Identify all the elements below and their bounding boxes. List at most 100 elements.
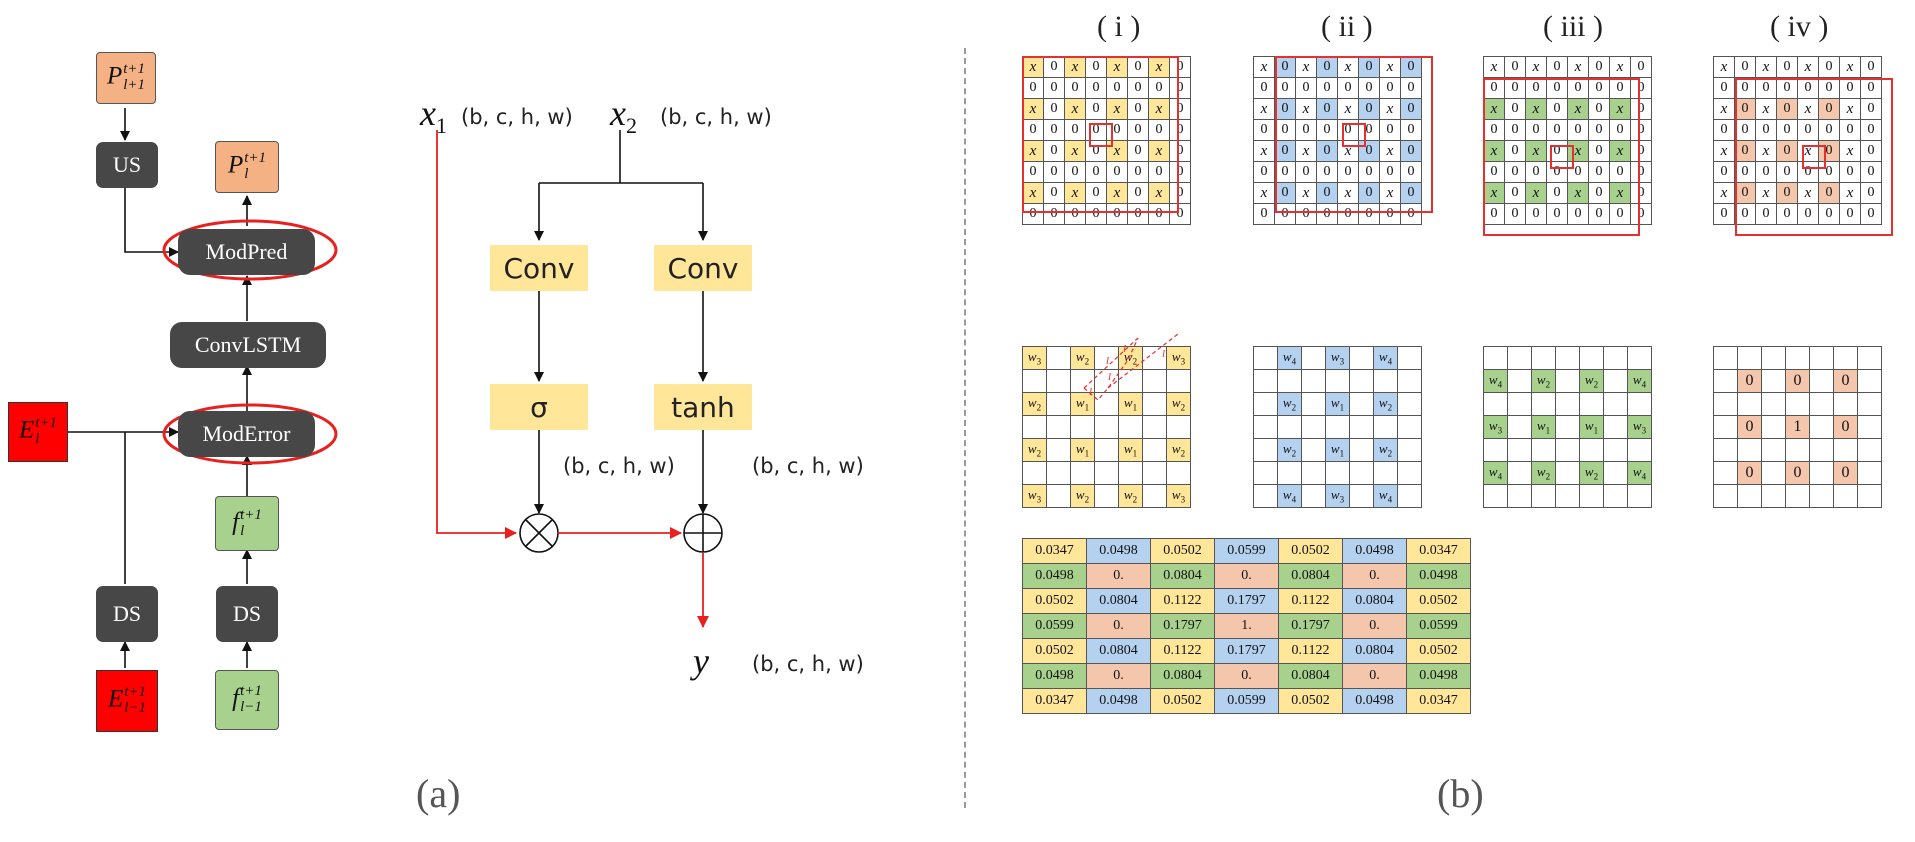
mask-highlight-center xyxy=(1088,122,1113,147)
weight-cell: w4 xyxy=(1277,346,1302,370)
weight-cell xyxy=(1857,415,1882,439)
weight-cell xyxy=(1833,438,1858,462)
weight-cell xyxy=(1507,484,1532,508)
mask-highlight-outer xyxy=(1022,56,1180,214)
tanh-block: tanh xyxy=(654,384,752,430)
value-cell: 0.0498 xyxy=(1022,563,1087,589)
weight-cell: w1 xyxy=(1579,415,1604,439)
weight-cell xyxy=(1603,438,1628,462)
mask-cell: x xyxy=(1022,98,1044,120)
weight-cell xyxy=(1397,346,1422,370)
mask-cell: 0 xyxy=(1169,203,1191,225)
mask-cell: 0 xyxy=(1860,77,1882,99)
weight-cell xyxy=(1253,438,1278,462)
mask-cell: 0 xyxy=(1630,203,1652,225)
mask-cell: 0 xyxy=(1400,140,1422,162)
weight-cell xyxy=(1166,461,1191,485)
title-ii: ( ii ) xyxy=(1321,10,1373,43)
weight-cell xyxy=(1397,392,1422,416)
mask-cell: 0 xyxy=(1755,203,1777,225)
weight-cell xyxy=(1046,369,1071,393)
weight-cell xyxy=(1070,369,1095,393)
value-cell: 0.0502 xyxy=(1278,688,1343,714)
weight-cell xyxy=(1325,415,1350,439)
weight-cell: w2 xyxy=(1166,438,1191,462)
mask-cell: 0 xyxy=(1316,56,1338,78)
weight-cell xyxy=(1094,392,1119,416)
mask-cell: 0 xyxy=(1274,182,1296,204)
weight-cell xyxy=(1737,346,1762,370)
value-cell: 0.0804 xyxy=(1086,638,1151,664)
weight-cell xyxy=(1809,438,1834,462)
weight-cell xyxy=(1857,346,1882,370)
weight-cell: w2 xyxy=(1022,392,1047,416)
weight-cell xyxy=(1507,461,1532,485)
weight-cell xyxy=(1094,415,1119,439)
weight-cell: w2 xyxy=(1579,369,1604,393)
value-cell: 0. xyxy=(1214,563,1279,589)
mask-cell: x xyxy=(1483,182,1505,204)
weight-cell xyxy=(1325,369,1350,393)
weight-cell: w1 xyxy=(1325,438,1350,462)
weight-cell xyxy=(1603,461,1628,485)
weight-cell xyxy=(1761,392,1786,416)
us-block: US xyxy=(96,142,158,188)
value-cell: 0.0804 xyxy=(1086,588,1151,614)
x1-var: x1 xyxy=(420,93,447,139)
ds-right-block: DS xyxy=(216,586,278,642)
weight-cell: 0 xyxy=(1737,461,1762,485)
panel-b-label: (b) xyxy=(1437,771,1484,816)
weight-cell xyxy=(1301,392,1326,416)
weight-cell xyxy=(1809,484,1834,508)
modpred-block: ModPred xyxy=(178,229,315,275)
value-cell: 0.0804 xyxy=(1342,588,1407,614)
weight-cell xyxy=(1627,392,1652,416)
convlstm-block: ConvLSTM xyxy=(170,322,326,368)
weight-cell: w2 xyxy=(1579,461,1604,485)
mask-cell: 0 xyxy=(1860,56,1882,78)
mask-cell: 0 xyxy=(1588,56,1610,78)
weight-cell xyxy=(1737,392,1762,416)
weight-cell xyxy=(1809,415,1834,439)
weight-cell: w2 xyxy=(1531,461,1556,485)
weight-cell xyxy=(1301,369,1326,393)
title-iv: ( iv ) xyxy=(1770,10,1829,43)
weight-cell: w1 xyxy=(1118,392,1143,416)
weight-cell xyxy=(1142,369,1167,393)
mask-cell: x xyxy=(1713,182,1735,204)
weight-cell xyxy=(1301,438,1326,462)
weight-cell xyxy=(1785,392,1810,416)
weight-cell xyxy=(1349,369,1374,393)
weight-cell xyxy=(1166,369,1191,393)
weight-cell xyxy=(1603,392,1628,416)
value-cell: 0. xyxy=(1214,663,1279,689)
mask-cell: 0 xyxy=(1546,56,1568,78)
weight-cell xyxy=(1627,438,1652,462)
mask-cell: 0 xyxy=(1316,140,1338,162)
mask-cell: 0 xyxy=(1630,56,1652,78)
weight-cell: w2 xyxy=(1070,484,1095,508)
mask-cell: x xyxy=(1253,56,1275,78)
weight-cell xyxy=(1397,484,1422,508)
weight-cell xyxy=(1809,346,1834,370)
value-cell: 0.0347 xyxy=(1406,688,1471,714)
mask-highlight-outer xyxy=(1483,78,1641,236)
value-cell: 0.1797 xyxy=(1150,613,1215,639)
weight-cell xyxy=(1022,369,1047,393)
weight-cell xyxy=(1555,415,1580,439)
mask-cell: x xyxy=(1713,140,1735,162)
mask-cell: 0 xyxy=(1316,182,1338,204)
mask-cell: 0 xyxy=(1818,203,1840,225)
mask-cell: x xyxy=(1567,98,1589,120)
weight-cell xyxy=(1301,484,1326,508)
weight-cell xyxy=(1070,461,1095,485)
value-cell: 0.0498 xyxy=(1086,688,1151,714)
weight-cell xyxy=(1809,461,1834,485)
value-cell: 0.0804 xyxy=(1342,638,1407,664)
